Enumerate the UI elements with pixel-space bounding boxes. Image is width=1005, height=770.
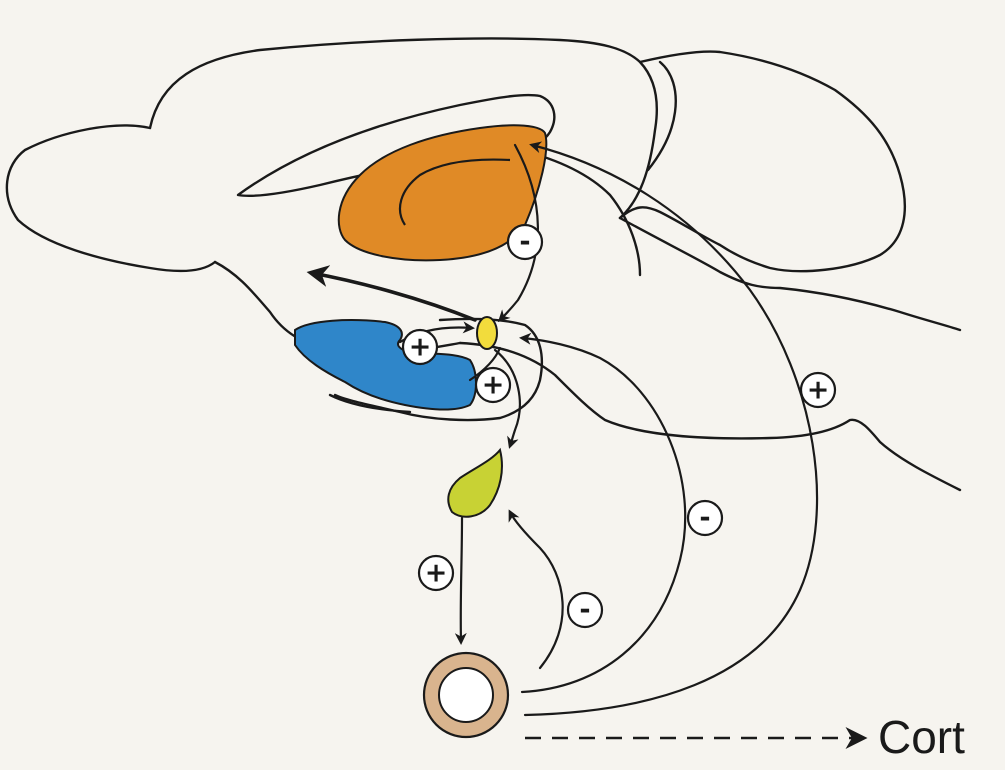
pvn-nucleus xyxy=(477,317,497,349)
pons-outline xyxy=(460,343,960,490)
adrenal-gland-core xyxy=(439,668,493,722)
sign-badge-hippocampus-pvn: - xyxy=(508,225,542,259)
adrenal-to-pituitary-arrow xyxy=(510,512,563,668)
sign-badge-amygdala-pvn-upper: + xyxy=(403,330,437,364)
sign-badge-pituitary-adrenal: + xyxy=(419,556,453,590)
sign-badge-adrenal-hippocampus: + xyxy=(801,373,835,407)
amygdala-shape xyxy=(295,320,476,409)
olfactory-bulb-outline xyxy=(7,125,215,270)
adrenal-to-hippocampus-arrow xyxy=(525,145,817,715)
sign-badge-amygdala-pvn-lower: + xyxy=(476,368,510,402)
cort-label: Cort xyxy=(878,711,965,763)
amygdala xyxy=(295,320,476,409)
sign-badge-adrenal-pituitary: - xyxy=(568,593,602,627)
sign-text: - xyxy=(579,595,590,626)
sign-text: + xyxy=(425,558,448,589)
adrenal-to-pvn-arrow xyxy=(522,338,685,692)
sign-text: + xyxy=(807,375,830,406)
sign-badge-adrenal-pvn: - xyxy=(688,501,722,535)
sign-text: + xyxy=(409,332,432,363)
brainstem-outline xyxy=(620,218,960,330)
brain-outline xyxy=(7,38,960,490)
pituitary-gland xyxy=(448,450,502,517)
cerebellum-outline xyxy=(620,52,905,272)
sign-text: + xyxy=(482,370,505,401)
sign-text: - xyxy=(699,503,710,534)
pituitary-to-adrenal-arrow xyxy=(461,518,462,642)
sign-text: - xyxy=(519,227,530,258)
pvn-output-arrow xyxy=(312,273,475,320)
